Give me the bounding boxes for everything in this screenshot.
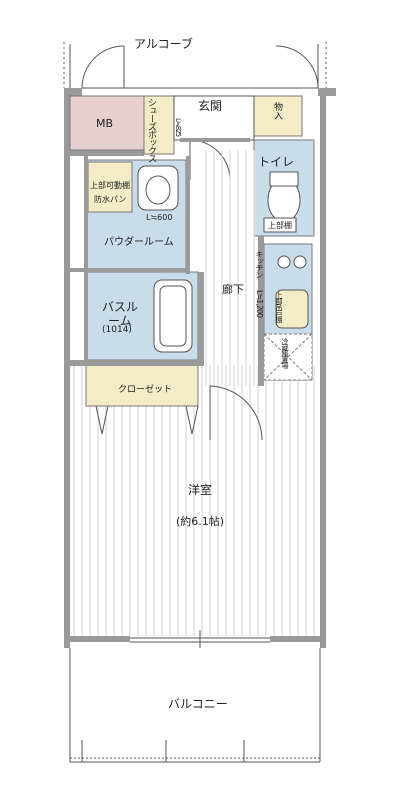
powder-room	[85, 159, 187, 273]
bath-size-label: (1014)	[102, 325, 132, 335]
kitchen-label: キッチン	[255, 250, 264, 278]
toilet-room	[253, 139, 315, 237]
shoe-box-label: シューズボックス	[146, 98, 156, 162]
mb-space	[69, 95, 145, 151]
upper-cabinet-label: 上部吊戸棚	[275, 292, 283, 322]
upper-movable-shelf-label: 上部可動棚	[90, 181, 130, 190]
bath-room	[85, 271, 199, 361]
storage-label: 物入	[274, 103, 284, 122]
outer-walls	[64, 88, 336, 648]
entrance-label: 玄関	[198, 99, 223, 113]
interior-walls	[70, 156, 264, 386]
closet	[85, 363, 199, 435]
mb-label: MB	[96, 117, 114, 130]
upper-shelf-label: 上部棚	[268, 221, 292, 230]
shoe-dim-label: L≒825	[174, 118, 182, 137]
balcony	[69, 648, 321, 763]
balcony-window	[130, 630, 270, 648]
powder-room-label: パウダールーム	[104, 237, 174, 248]
hallway-floor	[205, 150, 255, 386]
western-room-label: 洋室	[188, 483, 213, 497]
powder-dim-label: L≒600	[146, 213, 173, 222]
bath-room-label: バスルーム	[102, 300, 139, 329]
toilet-label: トイレ	[258, 155, 295, 169]
western-room-door	[209, 385, 263, 441]
alcove-lines	[63, 42, 327, 89]
closet-label: クローゼット	[118, 385, 173, 395]
western-size-label: (約6.1帖)	[176, 515, 225, 528]
waterproof-pan-label: 防水パン	[94, 195, 127, 204]
alcove-label: アルコーブ	[134, 37, 193, 51]
western-room-floor	[73, 366, 315, 636]
kitchen-dim-label: L≒1,200	[255, 290, 264, 318]
fridge-space-label: 冷蔵庫置場	[281, 338, 289, 368]
storage-closet	[253, 95, 303, 137]
hallway-label: 廊下	[222, 283, 244, 296]
balcony-label: バルコニー	[168, 697, 228, 711]
entrance-area	[173, 95, 255, 181]
